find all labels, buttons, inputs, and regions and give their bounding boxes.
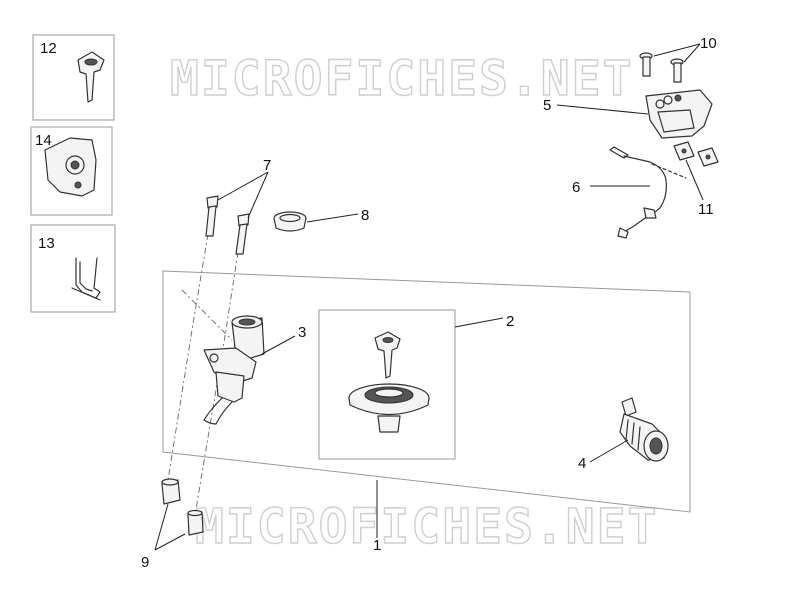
callout-3: 3 [298, 324, 306, 341]
clip-11b [697, 147, 719, 167]
alignment-line-diag [181, 289, 233, 341]
callout-14: 14 [35, 132, 52, 149]
lock-bracket-5 [645, 89, 713, 139]
ignition-switch-3 [203, 315, 265, 425]
bolt-10b [670, 58, 684, 83]
leader-3 [261, 335, 296, 355]
bushing-9a [161, 478, 181, 505]
leader-9 [154, 503, 186, 551]
key-icon-2 [374, 331, 401, 379]
cable-6 [609, 146, 687, 239]
alignment-line-left [167, 233, 209, 481]
callout-10: 10 [700, 35, 717, 52]
callout-13: 13 [38, 235, 55, 252]
leader-2 [454, 317, 504, 328]
bushing-9b [187, 509, 204, 536]
kit-outline [162, 270, 691, 513]
callout-5: 5 [543, 97, 551, 114]
leader-4 [589, 439, 629, 463]
part-box-13: 13 [30, 224, 116, 313]
callout-8: 8 [361, 207, 369, 224]
callout-1: 1 [373, 537, 381, 554]
callout-11: 11 [698, 201, 714, 218]
callout-6: 6 [572, 179, 580, 196]
callout-7: 7 [263, 157, 271, 174]
leader-10 [653, 43, 701, 63]
callout-9: 9 [141, 554, 149, 571]
ring-8 [273, 211, 307, 232]
screw-7b [235, 213, 250, 255]
screw-7a [205, 195, 219, 237]
fuel-cap-icon [348, 383, 430, 433]
watermark-top: MICROFICHES.NET [170, 51, 633, 107]
seat-lock-4 [619, 397, 669, 462]
part-box-14: 14 [30, 126, 113, 216]
leader-5 [556, 104, 649, 115]
callout-2: 2 [506, 313, 514, 330]
part-box-2 [318, 309, 456, 460]
ignition-plate-icon [44, 137, 97, 197]
bolt-10a [639, 52, 653, 77]
leader-11 [685, 159, 704, 201]
part-box-12: 12 [32, 34, 115, 121]
spring-clip-icon [71, 257, 101, 301]
watermark-bottom: MICROFICHES.NET [195, 499, 658, 555]
clip-11a [673, 141, 695, 161]
key-icon [77, 51, 105, 103]
callout-4: 4 [578, 455, 586, 472]
leader-7 [217, 171, 269, 219]
leader-8 [306, 213, 359, 223]
callout-12: 12 [40, 40, 57, 57]
